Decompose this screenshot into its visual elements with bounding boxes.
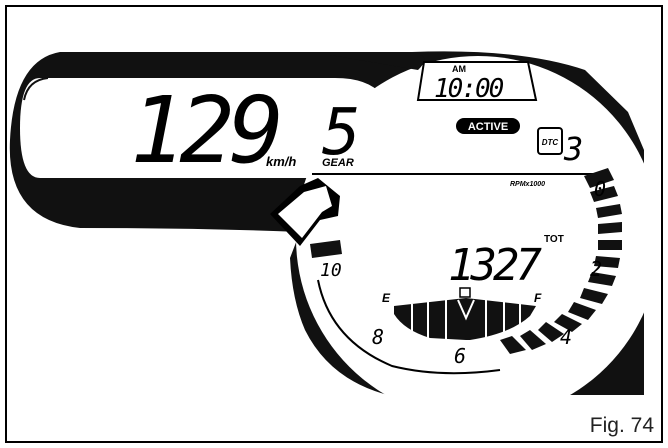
rpm-label: RPMx1000: [510, 181, 545, 188]
fuel-pump-icon: [459, 287, 471, 298]
dtc-value: 3: [563, 130, 583, 168]
speed-panel-edge: [23, 77, 49, 101]
tacho-tick-10: 10: [320, 260, 342, 281]
figure-caption: Fig. 74: [589, 414, 654, 437]
tacho-tick-6: 6: [454, 344, 466, 368]
redline-block: [310, 240, 342, 258]
fuel-empty-label: E: [382, 291, 391, 305]
speed-value: 129: [130, 77, 279, 184]
active-badge: ACTIVE: [468, 121, 508, 133]
dtc-label: DTC: [542, 138, 559, 147]
tacho-tick-0: 0: [594, 177, 606, 201]
odometer-value: 1327: [448, 240, 542, 291]
tacho-tick-2: 2: [590, 257, 602, 281]
speed-unit: km/h: [266, 154, 296, 169]
tacho-inner-arc: [317, 279, 501, 375]
fuel-bar-right: [466, 298, 536, 340]
gear-value: 5: [322, 96, 361, 170]
odometer-label: TOT: [544, 234, 564, 245]
pointer-arrow-inner: [278, 186, 332, 238]
tachometer-bar: [500, 168, 622, 354]
tacho-tick-4: 4: [560, 325, 572, 349]
speed-panel: [20, 78, 392, 178]
gear-label: GEAR: [322, 157, 354, 169]
fuel-gauge: [394, 287, 536, 340]
tacho-tick-8: 8: [372, 325, 384, 349]
clock-box: [416, 61, 538, 101]
active-badge-bg: [456, 118, 520, 134]
dtc-box: [537, 127, 563, 155]
clock-time: 10:00: [434, 74, 504, 104]
fuel-full-label: F: [534, 291, 542, 305]
clock-period: AM: [452, 64, 466, 74]
